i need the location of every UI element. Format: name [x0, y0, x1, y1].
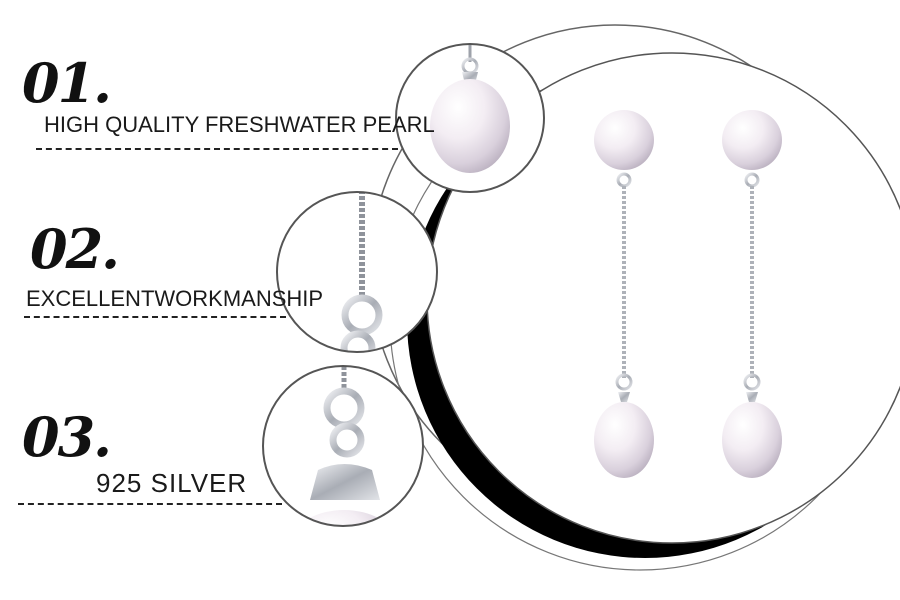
feature-label-2: EXCELLENTWORKMANSHIP — [26, 286, 324, 311]
feature-label-3: 925 SILVER — [96, 468, 248, 498]
earring-left — [594, 110, 654, 478]
earring-right — [722, 110, 782, 478]
feature-divider-1 — [36, 148, 398, 150]
feature-number-2: 02. — [30, 217, 120, 281]
feature-divider-3 — [18, 503, 282, 505]
clasp-detail-icon — [262, 365, 424, 527]
feature-number-1: 01. — [22, 51, 112, 115]
feature-label-1: HIGH QUALITY FRESHWATER PEARL — [44, 112, 435, 137]
pearl-detail-icon — [395, 43, 545, 193]
feature-divider-2 — [24, 316, 286, 318]
chain-detail-icon — [276, 191, 438, 353]
earring-icon — [594, 110, 782, 478]
feature-number-3: 03. — [22, 405, 112, 469]
